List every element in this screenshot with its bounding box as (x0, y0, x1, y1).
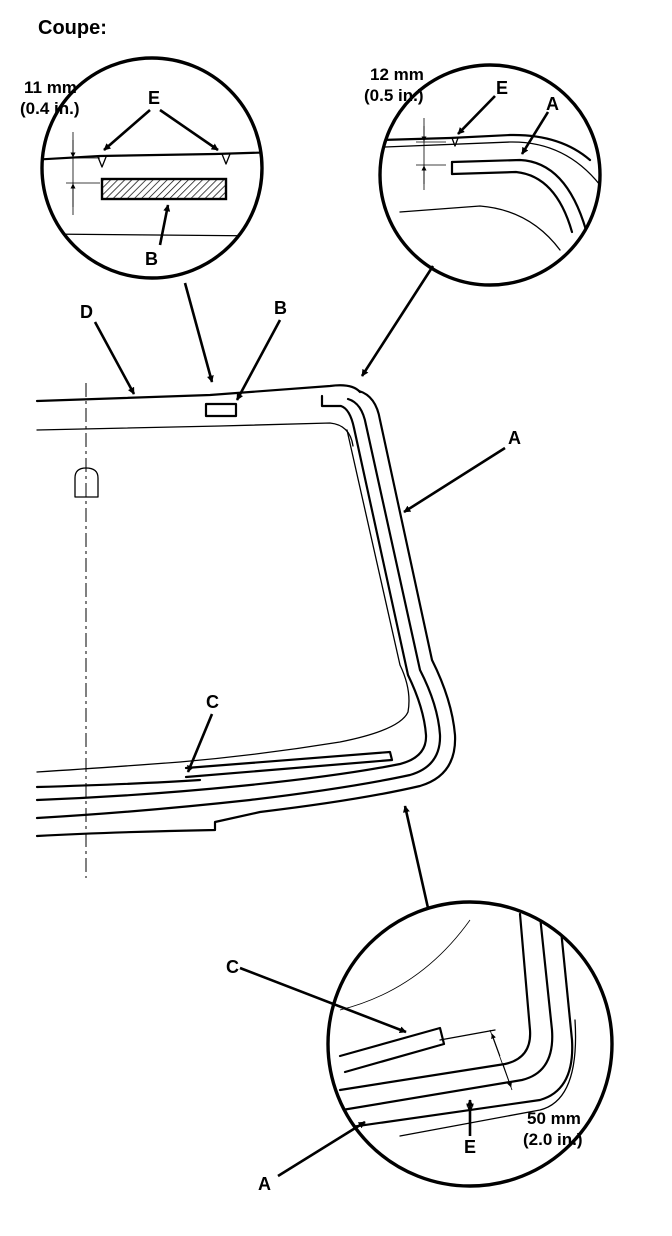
detail-circle-top-left-outline (40, 56, 264, 280)
cowl-line-1 (35, 778, 202, 789)
leader-top-left-to-main (183, 282, 214, 383)
detail-top-right-notch (451, 137, 459, 147)
detail-circle-top-right-outline (378, 63, 602, 287)
detail-top-right-molding-outer (450, 158, 588, 232)
detail-bottom-molding-inner (338, 912, 532, 1092)
detail-bottom-glass-edge (399, 1019, 577, 1137)
leader-bottom-to-main (402, 805, 430, 909)
detail-top-right-molding-inner (450, 170, 574, 234)
arrow-e-left (103, 109, 151, 151)
dimension-50mm-arrow-top (491, 1033, 501, 1057)
label-a-top-right: A (546, 94, 559, 114)
arrow-a-top-right (520, 111, 550, 155)
leader-top-right-to-main (360, 265, 435, 377)
label-b-detail: B (145, 249, 158, 269)
label-b-main: B (274, 298, 287, 318)
arrow-b-main (235, 319, 282, 401)
detail-top-left-ceramic-line (42, 233, 262, 237)
label-a-bottom: A (258, 1174, 271, 1194)
molding-a-inner-2 (35, 394, 428, 802)
detail-top-right-inner-line (399, 205, 561, 251)
detail-circle-bottom-outline (326, 900, 614, 1188)
arrow-a-main (403, 446, 506, 514)
label-e-top-right: E (496, 78, 508, 98)
measurement-top-left-imperial: (0.4 in.) (20, 99, 80, 118)
detail-bottom-molding-outer (328, 918, 574, 1132)
measurement-bottom-metric: 50 mm (527, 1109, 581, 1128)
detail-bottom-c-strip (338, 1026, 446, 1074)
detail-circle-top-left (40, 56, 264, 280)
ceramic-border-top (36, 422, 354, 447)
measurement-bottom-imperial: (2.0 in.) (523, 1130, 583, 1149)
detail-top-right-glass-edge-2 (384, 141, 600, 186)
arrow-e-top-right (457, 95, 496, 135)
molding-c-strip (184, 750, 394, 779)
label-e-top-left: E (148, 88, 160, 108)
label-e-bottom: E (464, 1137, 476, 1157)
spacer-b-top (204, 402, 238, 418)
arrow-d (93, 321, 136, 395)
label-a-main: A (508, 428, 521, 448)
windshield-glass-top-edge (35, 384, 362, 403)
label-d: D (80, 302, 93, 322)
label-c-main: C (206, 692, 219, 712)
molding-a-inner-1 (35, 397, 442, 820)
detail-spacer-b (100, 177, 228, 201)
measurement-top-right-imperial: (0.5 in.) (364, 86, 424, 105)
arrow-a-bottom (277, 1120, 366, 1178)
arrow-e-right (159, 108, 219, 152)
page-title: Coupe: (38, 17, 107, 39)
detail-bottom-molding-mid (328, 914, 554, 1114)
windshield-glass-inner-edge (36, 429, 410, 773)
detail-top-left-glass-edge (42, 150, 262, 162)
arrow-c-main (186, 713, 214, 773)
molding-a-outer (35, 389, 457, 838)
mirror-mount (74, 467, 99, 498)
detail-top-right-glass-edge (380, 133, 592, 162)
arrow-b-detail (158, 204, 171, 246)
measurement-top-left-metric: 11 mm (24, 78, 77, 97)
detail-bottom-ceramic-line (439, 1029, 496, 1041)
detail-top-left-notch-1 (97, 156, 107, 168)
dimension-50mm-arrow-bottom (502, 1063, 512, 1088)
arrow-c-bottom (239, 966, 407, 1034)
windshield-main-view (35, 383, 457, 878)
detail-circle-top-right (378, 63, 602, 287)
detail-bottom-glass-line (339, 919, 471, 1011)
detail-circle-bottom (239, 900, 614, 1188)
detail-top-left-notch-2 (221, 153, 231, 165)
measurement-top-right-metric: 12 mm (370, 65, 424, 84)
label-c-bottom: C (226, 957, 239, 977)
